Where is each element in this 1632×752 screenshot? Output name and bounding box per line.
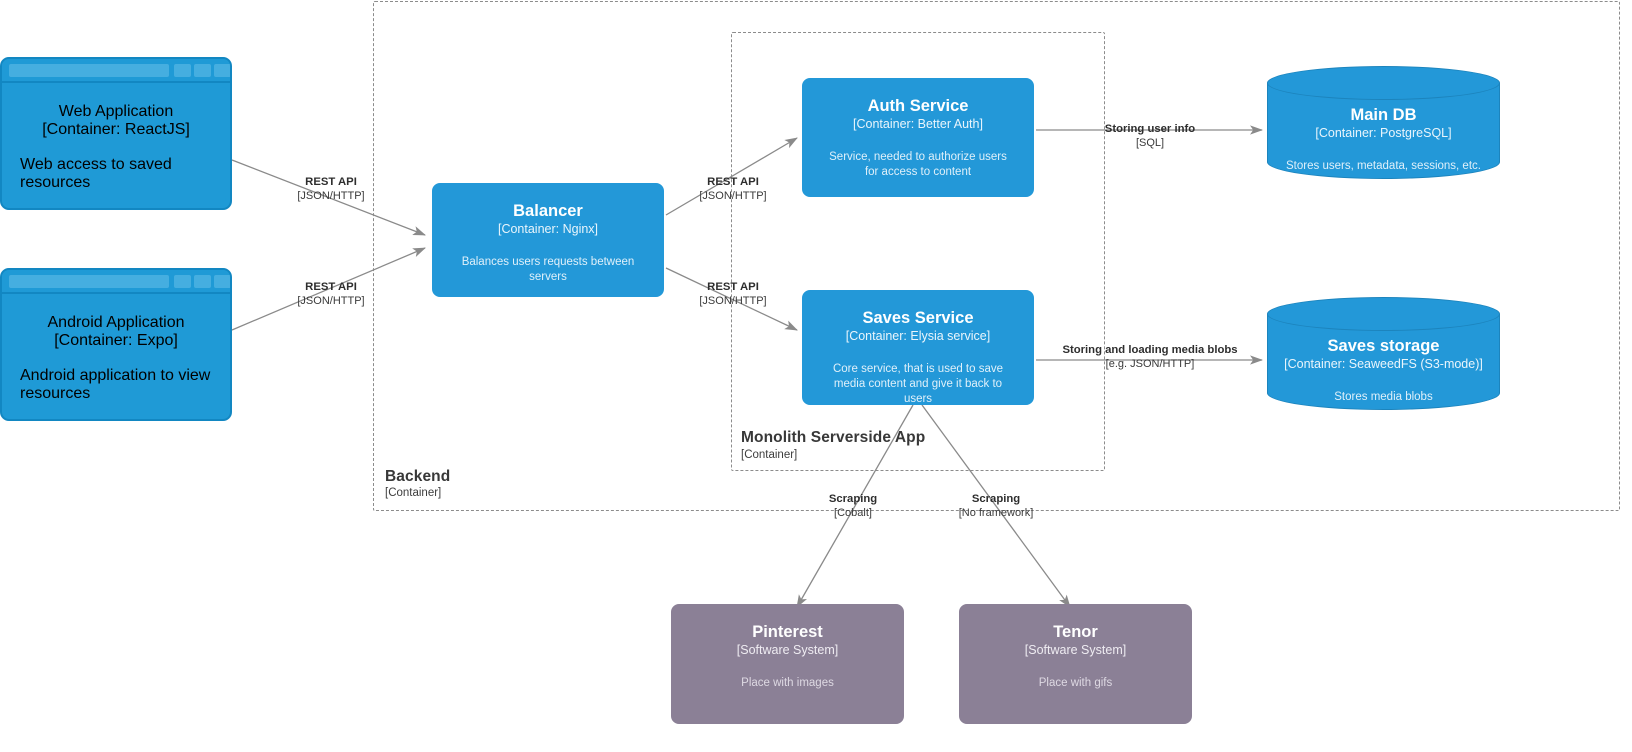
node-title: Balancer xyxy=(513,202,583,220)
boundary-backend-label: Backend xyxy=(385,468,451,485)
node-saves-storage[interactable]: Saves storage [Container: SeaweedFS (S3-… xyxy=(1267,297,1500,410)
edge-label-title: REST API xyxy=(707,281,759,293)
node-description: Place with gifs xyxy=(1038,676,1113,689)
node-description: Stores users, metadata, sessions, etc. xyxy=(1286,159,1481,172)
node-web-application-body: Web Application [Container: ReactJS] Web… xyxy=(6,87,226,202)
edge-label-web-to-balancer: REST API [JSON/HTTP] xyxy=(246,176,416,203)
cylinder-top xyxy=(1267,66,1500,100)
node-balancer[interactable]: Balancer [Container: Nginx] Balances use… xyxy=(432,183,664,297)
node-description: Stores media blobs xyxy=(1334,390,1433,403)
edge-label-technology: [No framework] xyxy=(958,506,1034,519)
edge-label-auth-to-maindb: Storing user info [SQL] xyxy=(1060,123,1240,150)
node-description: Place with images xyxy=(741,676,834,689)
edge-label-technology: [e.g. JSON/HTTP] xyxy=(1105,357,1195,370)
node-description: Service, needed to authorize users for a… xyxy=(829,150,1007,178)
node-saves-storage-text: Saves storage [Container: SeaweedFS (S3-… xyxy=(1267,337,1500,405)
edge-label-technology: [JSON/HTTP] xyxy=(699,294,767,307)
node-tenor[interactable]: Tenor [Software System] Place with gifs xyxy=(959,604,1192,724)
node-technology: [Container: ReactJS] xyxy=(42,121,190,138)
browser-url-box xyxy=(9,275,169,288)
browser-button-3 xyxy=(214,64,230,77)
node-technology: [Container: Elysia service] xyxy=(845,328,991,343)
browser-button-2 xyxy=(194,64,211,77)
edge-label-saves-to-tenor: Scraping [No framework] xyxy=(936,493,1056,520)
boundary-monolith-label: Monolith Serverside App xyxy=(741,429,926,446)
node-title: Pinterest xyxy=(752,623,823,641)
browser-url-box xyxy=(9,64,169,77)
node-saves-service[interactable]: Saves Service [Container: Elysia service… xyxy=(802,290,1034,405)
boundary-backend-sublabel: [Container] xyxy=(385,487,442,499)
boundary-monolith xyxy=(731,32,1105,471)
node-description: Android application to view resources xyxy=(20,367,211,402)
node-android-application-body: Android Application [Container: Expo] An… xyxy=(6,298,226,413)
node-title: Android Application xyxy=(47,314,185,331)
node-technology: [Container: Better Auth] xyxy=(853,116,983,131)
node-technology: [Container: SeaweedFS (S3-mode)] xyxy=(1284,356,1483,371)
node-web-application[interactable]: Web Application [Container: ReactJS] Web… xyxy=(0,57,232,210)
node-auth-service[interactable]: Auth Service [Container: Better Auth] Se… xyxy=(802,78,1034,197)
edge-label-balancer-to-auth: REST API [JSON/HTTP] xyxy=(668,176,798,203)
edge-label-title: Scraping xyxy=(971,493,1021,505)
browser-chrome-bar xyxy=(2,59,230,83)
node-title: Saves storage xyxy=(1327,337,1440,355)
edge-label-title: REST API xyxy=(305,281,357,293)
node-title: Auth Service xyxy=(867,97,969,115)
browser-button-3 xyxy=(214,275,230,288)
node-technology: [Container: Nginx] xyxy=(497,221,599,236)
node-main-db[interactable]: Main DB [Container: PostgreSQL] Stores u… xyxy=(1267,66,1500,179)
browser-chrome-bar xyxy=(2,270,230,294)
node-technology: [Container: PostgreSQL] xyxy=(1315,125,1452,140)
node-description: Balances users requests between servers xyxy=(461,255,635,283)
edge-label-title: REST API xyxy=(305,176,357,188)
browser-button-1 xyxy=(174,275,191,288)
node-android-application[interactable]: Android Application [Container: Expo] An… xyxy=(0,268,232,421)
node-description: Web access to saved resources xyxy=(20,156,172,191)
boundary-monolith-sublabel: [Container] xyxy=(741,449,798,461)
edge-label-title: REST API xyxy=(707,176,759,188)
edge-label-technology: [JSON/HTTP] xyxy=(297,189,365,202)
edge-label-technology: [JSON/HTTP] xyxy=(699,189,767,202)
browser-button-2 xyxy=(194,275,211,288)
cylinder-top xyxy=(1267,297,1500,331)
edge-label-saves-to-pinterest: Scraping [Cobalt] xyxy=(793,493,913,520)
edge-label-technology: [JSON/HTTP] xyxy=(297,294,365,307)
node-pinterest[interactable]: Pinterest [Software System] Place with i… xyxy=(671,604,904,724)
node-title: Main DB xyxy=(1350,106,1417,124)
node-technology: [Software System] xyxy=(1024,642,1127,657)
edge-label-technology: [Cobalt] xyxy=(834,506,872,519)
edge-label-title: Storing user info xyxy=(1104,123,1196,135)
edge-label-title: Scraping xyxy=(828,493,878,505)
browser-button-1 xyxy=(174,64,191,77)
node-main-db-text: Main DB [Container: PostgreSQL] Stores u… xyxy=(1267,106,1500,174)
node-title: Web Application xyxy=(58,103,174,120)
edge-label-technology: [SQL] xyxy=(1135,136,1165,149)
node-description: Core service, that is used to save media… xyxy=(832,362,1004,405)
edge-label-saves-to-storage: Storing and loading media blobs [e.g. JS… xyxy=(1037,344,1263,371)
edge-label-android-to-balancer: REST API [JSON/HTTP] xyxy=(246,281,416,308)
node-title: Saves Service xyxy=(862,309,974,327)
node-technology: [Software System] xyxy=(736,642,839,657)
node-title: Tenor xyxy=(1053,623,1098,641)
node-technology: [Container: Expo] xyxy=(54,332,178,349)
edge-label-balancer-to-saves: REST API [JSON/HTTP] xyxy=(668,281,798,308)
edge-label-title: Storing and loading media blobs xyxy=(1062,344,1238,356)
